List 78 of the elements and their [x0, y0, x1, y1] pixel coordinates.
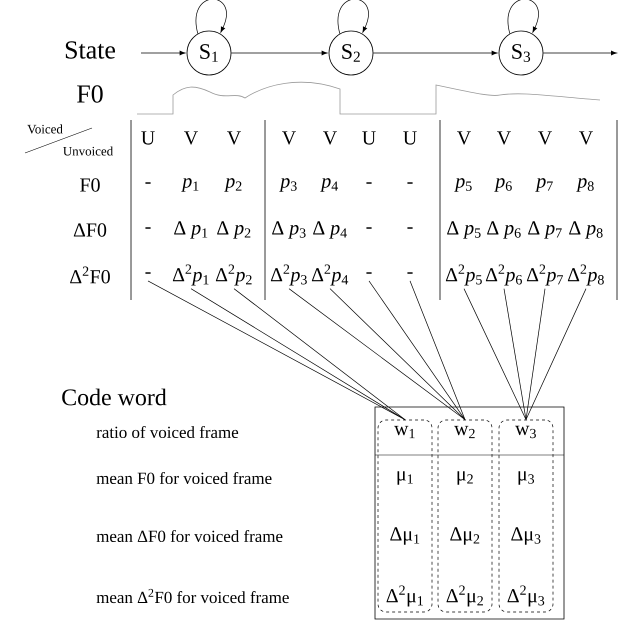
cell-text: Δ$^{2}$p$_{4}$ [312, 264, 348, 286]
cell-text: - [145, 272, 151, 274]
connector-line [526, 288, 586, 420]
connector-line [504, 288, 526, 420]
cell-text: - [366, 182, 372, 184]
cell-text: - [145, 182, 151, 184]
cell-text: U [362, 131, 376, 145]
cell-text: p$_{1}$ [181, 178, 198, 192]
connector-line [368, 280, 466, 420]
cell-text: Δ$^{2}$p$_{8}$ [568, 264, 604, 286]
arrow [373, 50, 498, 56]
self-loop-arrow [508, 0, 539, 34]
code-column: w$_{1}$ μ$_{1}$ Δμ$_{1}$ Δ$^{2}$μ$_{1}$ [378, 420, 432, 612]
header-text: Unvoiced [63, 146, 114, 156]
cell-text: p$_{8}$ [576, 178, 594, 192]
cell-text: Δ$^{2}$p$_{2}$ [216, 264, 252, 286]
row-label: mean Δ$^{2}$F0 for voiced frame [96, 588, 289, 604]
connector-line [190, 288, 406, 420]
cell-text: - [366, 272, 372, 274]
connector-line [330, 288, 466, 420]
cell-text: V [497, 131, 511, 145]
connector-line [148, 280, 406, 420]
arrow [543, 50, 617, 56]
row-label: State [66, 41, 115, 59]
cell-text: p$_{3}$ [279, 178, 297, 192]
cell-text: - [407, 182, 413, 184]
row-label: F0 [80, 178, 100, 192]
cell-text: p$_{4}$ [320, 178, 338, 192]
row-label: mean ΔF0 for voiced frame [96, 530, 282, 542]
arrow [140, 50, 186, 56]
cell-text: Δ p$_{5}$ [447, 221, 481, 239]
cell-text: Δ p$_{2}$ [217, 221, 250, 239]
row-label: mean F0 for voiced frame [96, 472, 272, 484]
header-text: Voiced [27, 124, 63, 134]
cell-text: p$_{6}$ [494, 178, 512, 192]
connector-line [234, 288, 406, 420]
arrow [231, 50, 328, 56]
cell-text: Δ$^{2}$p$_{7}$ [526, 264, 563, 286]
cell-text: - [366, 227, 372, 229]
self-loop-arrow [196, 0, 227, 34]
self-loop-arrow [338, 0, 369, 34]
cell-text: p$_{7}$ [535, 178, 553, 192]
cell-text: Δ$^{2}$p$_{1}$ [172, 264, 209, 286]
cell-text: - [407, 272, 413, 274]
code-column: w$_{3}$ μ$_{3}$ Δμ$_{3}$ Δ$^{2}$μ$_{3}$ [498, 420, 554, 612]
cell-text: Δ p$_{3}$ [272, 221, 306, 239]
cell-text: V [282, 131, 296, 145]
cell-text: V [323, 131, 337, 145]
row-label: ΔF0 [74, 223, 106, 237]
cell-text: U [403, 131, 417, 145]
row-label: F0 [77, 85, 103, 103]
cell-text: Δ$^{2}$p$_{3}$ [270, 264, 307, 286]
row-label: ratio of voiced frame [96, 426, 238, 438]
cell-text: p$_{2}$ [224, 178, 242, 192]
code-word-table [374, 406, 564, 620]
connector-line [288, 288, 466, 420]
cell-text: Δ$^{2}$p$_{6}$ [486, 264, 522, 286]
cell-text: p$_{5}$ [454, 178, 472, 192]
connector-line [464, 288, 526, 420]
connector-line [526, 288, 546, 420]
code-column: w$_{2}$ μ$_{2}$ Δμ$_{2}$ Δ$^{2}$μ$_{2}$ [438, 420, 492, 612]
cell-text: V [579, 131, 593, 145]
cell-text: V [538, 131, 552, 145]
cell-text: V [457, 131, 471, 145]
cell-text: - [145, 227, 151, 229]
cell-text: Δ p$_{7}$ [528, 221, 562, 239]
cell-text: - [407, 227, 413, 229]
cell-text: Δ p$_{4}$ [313, 221, 347, 239]
cell-text: V [227, 131, 241, 145]
heading: Code word [62, 388, 166, 406]
cell-text: V [184, 131, 198, 145]
cell-text: Δ p$_{1}$ [174, 221, 208, 239]
cell-text: U [141, 131, 155, 145]
row-label: Δ$^{2}$F0 [70, 266, 110, 284]
cell-text: Δ p$_{6}$ [487, 221, 521, 239]
connector-line [410, 280, 466, 420]
cell-text: Δ$^{2}$p$_{5}$ [446, 264, 482, 286]
cell-text: Δ p$_{8}$ [569, 221, 603, 239]
